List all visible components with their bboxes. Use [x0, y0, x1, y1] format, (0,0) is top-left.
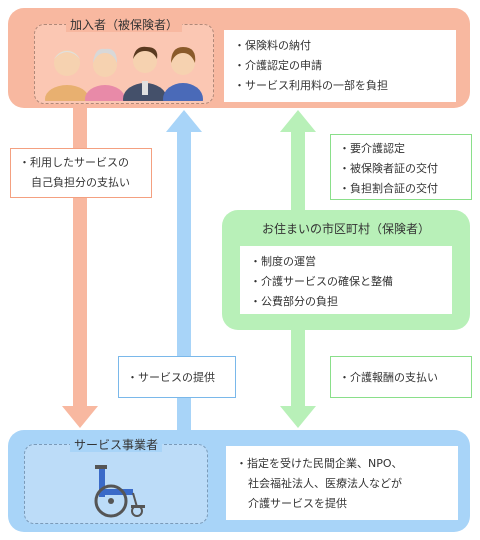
insured-item: サービス利用料の一部を負担	[234, 76, 446, 96]
municipality-title: お住まいの市区町村（保険者）	[261, 222, 430, 236]
insured-item: 保険料の納付	[234, 36, 446, 56]
municipality-item: 公費部分の負担	[250, 292, 442, 312]
arrow-certification	[280, 110, 316, 210]
insured-title: 加入者（被保険者）	[65, 18, 182, 32]
provider-illustration-frame: サービス事業者	[24, 438, 208, 524]
municipality-item: 介護サービスの確保と整備	[250, 272, 442, 292]
insured-duties: 保険料の納付 介護認定の申請 サービス利用料の一部を負担	[224, 30, 456, 102]
fee-label: 介護報酬の支払い	[330, 356, 472, 398]
elderly-family-illustration	[45, 46, 203, 101]
insured-illustration-frame: 加入者（被保険者）	[34, 18, 214, 104]
certification-label: 要介護認定 被保険者証の交付 負担割合証の交付	[330, 134, 472, 200]
municipality-duties: 制度の運営 介護サービスの確保と整備 公費部分の負担	[240, 246, 452, 314]
provider-description: 指定を受けた民間企業、NPO、 社会福祉法人、医療法人などが 介護サービスを提供	[226, 446, 458, 520]
arrow-fee	[280, 330, 316, 428]
service-label: サービスの提供	[118, 356, 236, 398]
insured-item: 介護認定の申請	[234, 56, 446, 76]
insured-block: 加入者（被保険者） 保険料の納付 介護認定の申請 サービス利用料の一部を負担	[8, 8, 470, 108]
copay-label: 利用したサービスの 自己負担分の支払い	[10, 148, 152, 198]
wheelchair-icon	[94, 465, 145, 518]
municipality-item: 制度の運営	[250, 252, 442, 272]
provider-title: サービス事業者	[69, 438, 162, 452]
arrow-service	[166, 110, 202, 430]
provider-block: サービス事業者 指定を受けた民間企業、NPO、 社会福祉法人、医療法人などが 介…	[8, 430, 470, 532]
municipality-block: お住まいの市区町村（保険者） 制度の運営 介護サービスの確保と整備 公費部分の負…	[222, 210, 470, 330]
